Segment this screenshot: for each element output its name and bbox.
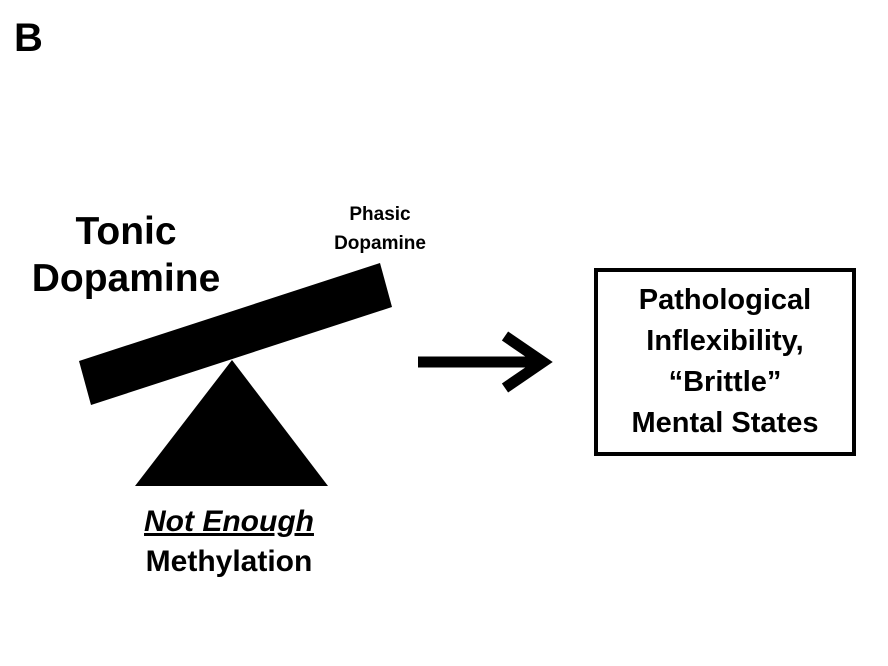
methylation-emphasis: Not Enough: [144, 505, 314, 538]
phasic-line2: Dopamine: [334, 233, 426, 254]
panel-label: B: [14, 16, 43, 60]
triangle-fulcrum-icon: [135, 360, 328, 486]
tonic-dopamine-label: Tonic Dopamine: [16, 208, 236, 302]
phasic-line1: Phasic: [349, 204, 411, 225]
tonic-line1: Tonic: [75, 210, 177, 253]
outcome-line-2: Inflexibility,: [646, 325, 804, 357]
outcome-line-4: Mental States: [631, 407, 819, 439]
methylation-label: Not Enough Methylation: [110, 502, 348, 582]
outcome-line-3: “Brittle”: [668, 366, 782, 398]
outcome-box: Pathological Inflexibility, “Brittle” Me…: [594, 268, 856, 456]
right-arrow-icon: [418, 331, 553, 393]
methylation-text: Methylation: [145, 545, 313, 578]
outcome-line-1: Pathological: [638, 284, 812, 316]
seesaw-beam: [79, 263, 392, 405]
phasic-dopamine-label: Phasic Dopamine: [318, 200, 442, 258]
tonic-line2: Dopamine: [31, 257, 221, 300]
